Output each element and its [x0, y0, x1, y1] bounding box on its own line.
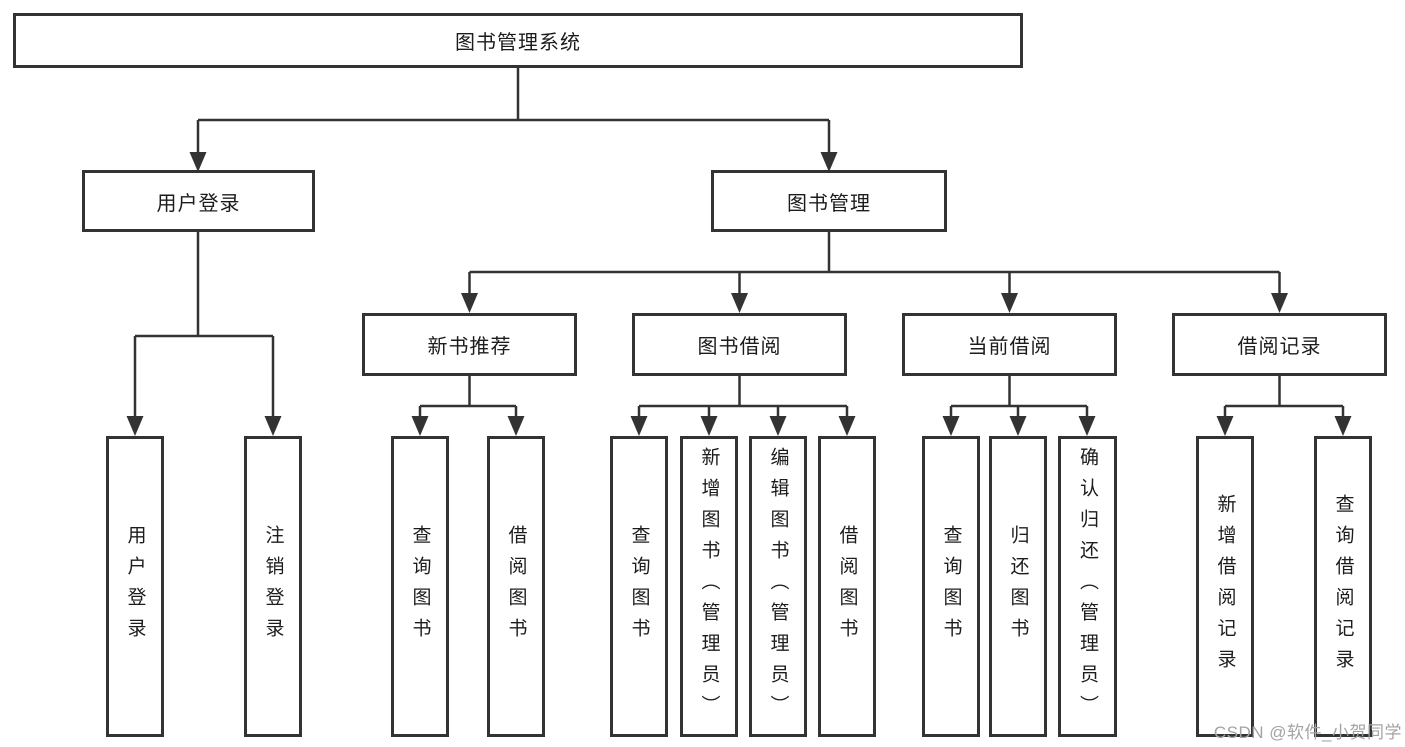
node-new-book-recommend: 新书推荐	[362, 313, 577, 376]
leaf-query-books-borrow: 查询图书	[610, 436, 668, 737]
node-user-login: 用户登录	[82, 170, 315, 232]
leaf-logout: 注销登录	[244, 436, 302, 737]
leaf-user-login: 用户登录	[106, 436, 164, 737]
leaf-add-books-admin: 新增图书（管理员）	[680, 436, 738, 737]
csdn-watermark: CSDN @软件_小贺同学	[1213, 723, 1402, 742]
node-book-borrow: 图书借阅	[632, 313, 847, 376]
node-root-system: 图书管理系统	[13, 13, 1023, 68]
node-book-management: 图书管理	[711, 170, 947, 232]
leaf-confirm-return-admin: 确认归还（管理员）	[1058, 436, 1117, 737]
leaf-query-books-current: 查询图书	[922, 436, 980, 737]
leaf-edit-books-admin: 编辑图书（管理员）	[749, 436, 807, 737]
leaf-borrow-books: 借阅图书	[818, 436, 876, 737]
leaf-query-books-recommend: 查询图书	[391, 436, 449, 737]
leaf-add-borrow-record: 新增借阅记录	[1196, 436, 1254, 737]
leaf-return-books: 归还图书	[989, 436, 1047, 737]
leaf-borrow-books-recommend: 借阅图书	[487, 436, 545, 737]
node-borrow-records: 借阅记录	[1172, 313, 1387, 376]
leaf-query-borrow-record: 查询借阅记录	[1314, 436, 1372, 737]
node-current-borrow: 当前借阅	[902, 313, 1117, 376]
